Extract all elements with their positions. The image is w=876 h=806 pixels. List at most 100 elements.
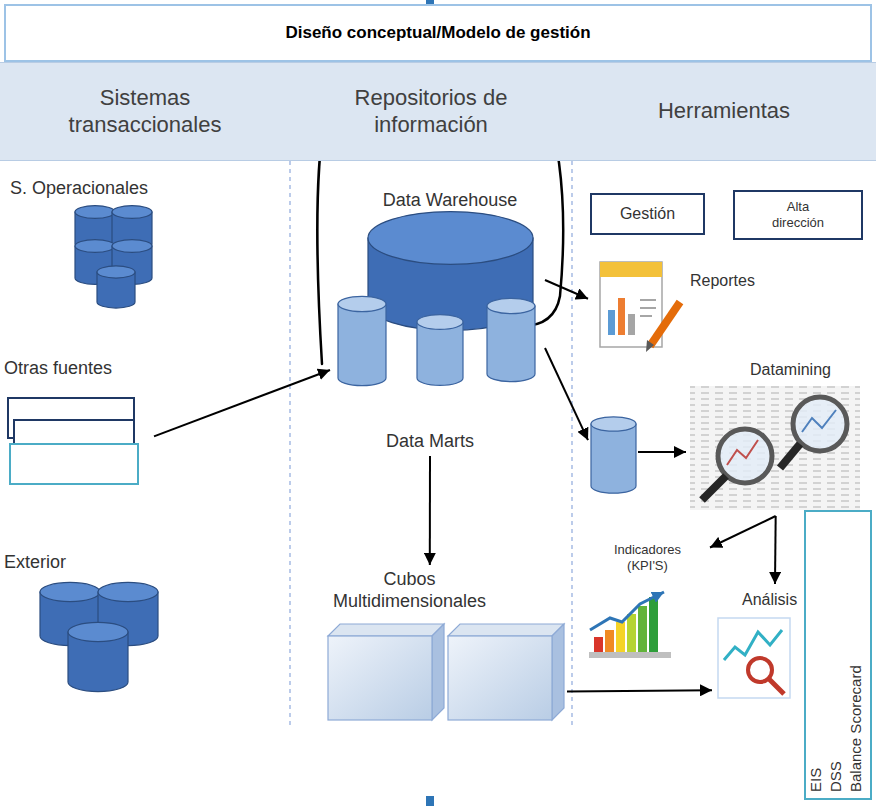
multidimensional-cube bbox=[448, 624, 564, 636]
report-icon bbox=[646, 340, 654, 352]
database-cylinder bbox=[487, 298, 535, 313]
flow-arrow bbox=[567, 690, 712, 691]
multidimensional-cube bbox=[328, 624, 564, 720]
report-icon bbox=[600, 262, 662, 277]
flow-arrow bbox=[710, 516, 776, 548]
database-cylinder bbox=[68, 622, 128, 641]
database-cylinder bbox=[417, 322, 463, 385]
analysis-icon bbox=[718, 618, 790, 698]
database-cylinder bbox=[98, 582, 158, 601]
kpi-chart bbox=[590, 592, 664, 630]
node-label: Gestión bbox=[620, 204, 675, 223]
audience-box: Gestión bbox=[590, 193, 705, 235]
data-marts: Data Marts bbox=[372, 428, 488, 456]
flow-arrow bbox=[154, 370, 330, 436]
datamining-picture bbox=[780, 444, 800, 468]
node-label: Diseño conceptual/Modelo de gestión bbox=[285, 23, 590, 43]
tool-item: Análisis bbox=[712, 584, 802, 702]
flow-arrow bbox=[545, 280, 588, 299]
datamining-picture bbox=[802, 410, 836, 432]
column-header: Repositorios de información bbox=[290, 62, 572, 161]
database-cylinder bbox=[112, 240, 152, 253]
analysis-icon bbox=[769, 679, 784, 694]
kpi-chart bbox=[616, 622, 625, 652]
datamining-picture bbox=[702, 476, 726, 500]
system-types-box: EISDSSBalance Scorecard bbox=[804, 510, 872, 800]
node-label: Cubos Multidimensionales bbox=[322, 569, 497, 612]
source-group: Otras fuentes bbox=[4, 356, 154, 490]
kpi-chart bbox=[594, 637, 603, 652]
report-icon bbox=[640, 299, 656, 301]
document-stack bbox=[10, 444, 138, 484]
multidimensional-cube bbox=[328, 624, 444, 636]
node-label: Reportes bbox=[690, 271, 756, 290]
report-icon bbox=[608, 310, 615, 335]
report-icon bbox=[640, 307, 656, 309]
page-mark bbox=[426, 796, 434, 806]
node-label: Repositorios de información bbox=[336, 85, 526, 138]
rotated-text-block: EISDSSBalance Scorecard bbox=[804, 510, 872, 800]
column-divider bbox=[290, 161, 572, 725]
database-cylinder bbox=[338, 296, 386, 311]
cube-group: Cubos Multidimensionales bbox=[322, 565, 567, 723]
datamining-picture bbox=[718, 429, 772, 483]
node-label: Balance Scorecard bbox=[846, 518, 866, 792]
column-divider bbox=[289, 161, 290, 725]
kpi-chart bbox=[638, 606, 647, 652]
source-group: Exterior bbox=[4, 550, 174, 690]
title-box: Diseño conceptual/Modelo de gestión bbox=[4, 4, 872, 62]
database-cylinder bbox=[75, 240, 115, 253]
datamining-picture bbox=[727, 440, 758, 465]
report-icon bbox=[600, 262, 680, 352]
kpi-chart bbox=[605, 630, 614, 652]
report-icon bbox=[618, 298, 625, 335]
database-cylinder bbox=[417, 315, 463, 330]
source-group: S. Operacionales bbox=[10, 176, 210, 306]
multidimensional-cube bbox=[448, 636, 552, 720]
database-cylinder bbox=[97, 266, 135, 278]
database-cylinder bbox=[338, 304, 386, 386]
analysis-icon bbox=[748, 658, 772, 682]
multidimensional-cube bbox=[432, 624, 444, 720]
column-header: Sistemas transaccionales bbox=[0, 62, 290, 161]
multidimensional-cube bbox=[552, 624, 564, 720]
tool-item: Datamining bbox=[588, 358, 860, 516]
column-header: Herramientas bbox=[572, 62, 876, 161]
node-label: DSS bbox=[826, 518, 846, 792]
node-label: Data Warehouse bbox=[370, 190, 530, 212]
datamining-picture bbox=[793, 397, 847, 451]
database-cylinder bbox=[487, 306, 535, 382]
flow-arrow bbox=[774, 516, 777, 584]
node-label: Análisis bbox=[742, 590, 802, 609]
tool-item: Reportes bbox=[588, 245, 758, 357]
node-label: EIS bbox=[806, 518, 826, 792]
report-icon bbox=[628, 314, 635, 335]
data-warehouse: Data Warehouse bbox=[330, 188, 545, 388]
kpi-chart bbox=[589, 652, 671, 658]
flow-arrow bbox=[429, 456, 431, 565]
database-cylinder bbox=[40, 582, 100, 601]
node-label: Sistemas transaccionales bbox=[50, 85, 240, 138]
database-cylinder bbox=[75, 206, 115, 219]
database-cylinder bbox=[591, 424, 636, 493]
document-stack bbox=[8, 398, 138, 484]
node-label: Exterior bbox=[4, 552, 124, 574]
multidimensional-cube bbox=[328, 636, 432, 720]
kpi-chart bbox=[649, 597, 658, 652]
node-label: S. Operacionales bbox=[10, 178, 180, 200]
node-label: Otras fuentes bbox=[4, 358, 144, 380]
datamining-picture bbox=[638, 386, 860, 510]
database-cylinder bbox=[591, 417, 636, 431]
datamining-picture bbox=[638, 451, 686, 453]
node-label: Herramientas bbox=[658, 98, 790, 124]
datamining-picture bbox=[690, 386, 860, 510]
kpi-chart bbox=[627, 614, 636, 652]
report-icon bbox=[600, 262, 662, 347]
kpi-chart bbox=[589, 592, 671, 658]
column-divider bbox=[571, 161, 572, 725]
report-icon bbox=[650, 302, 680, 346]
flow-arrow bbox=[545, 348, 588, 440]
node-label: Datamining bbox=[723, 360, 858, 379]
node-label: Indicadores (KPI'S) bbox=[585, 542, 710, 573]
